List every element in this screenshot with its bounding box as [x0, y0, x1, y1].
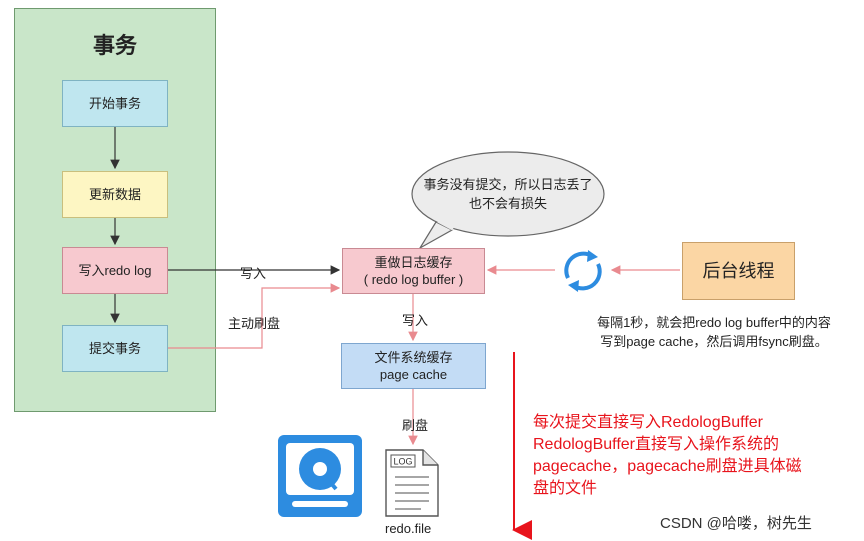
log-tag: LOG — [393, 457, 412, 467]
speech-bubble-tail — [418, 221, 454, 250]
watermark: CSDN @哈喽，树先生 — [660, 515, 812, 532]
thread-desc-line2: 写到page cache，然后调用fsync刷盘。 — [600, 334, 828, 349]
log-file-icon: LOG — [385, 449, 439, 517]
active-flush-label: 主动刷盘 — [228, 316, 281, 331]
red-note-line1: 每次提交直接写入RedologBuffer — [533, 414, 764, 431]
thread-description: 每隔1秒，就会把redo log buffer中的内容 写到page cache… — [568, 313, 860, 351]
red-note: 每次提交直接写入RedologBuffer RedologBuffer直接写入操… — [533, 412, 802, 500]
red-note-line2: RedologBuffer直接写入操作系统的 — [533, 436, 780, 453]
sync-icon — [564, 250, 602, 292]
background-thread-box: 后台线程 — [682, 242, 795, 300]
write-edge-label: 写入 — [240, 266, 267, 281]
page-cache-line1: 文件系统缓存 — [374, 350, 453, 365]
redo-buffer-line2: ( redo log buffer ) — [363, 272, 464, 287]
redo-log-buffer-box: 重做日志缓存 ( redo log buffer ) — [342, 248, 485, 294]
red-note-line3: pagecache，pagecache刷盘进具体磁 — [533, 458, 802, 475]
panel-title: 事务 — [92, 33, 137, 58]
file-name-label: redo.file — [385, 521, 432, 536]
redo-buffer-line1: 重做日志缓存 — [374, 255, 453, 270]
arrow-commit-flush — [168, 283, 341, 349]
disk-icon — [278, 435, 362, 517]
red-note-line4: 盘的文件 — [533, 480, 598, 497]
flush-edge-label: 刷盘 — [402, 418, 429, 433]
page-cache-line2: page cache — [379, 367, 448, 382]
bubble-text: 事务没有提交，所以日志丢了 也不会有损失 — [415, 175, 601, 213]
bubble-line2: 也不会有损失 — [468, 196, 547, 211]
write2-edge-label: 写入 — [402, 313, 429, 328]
commit-transaction-box: 提交事务 — [62, 325, 168, 372]
bubble-line1: 事务没有提交，所以日志丢了 — [423, 177, 593, 192]
update-data-box: 更新数据 — [62, 171, 168, 218]
speech-bubble — [411, 151, 605, 237]
start-transaction-box: 开始事务 — [62, 80, 168, 127]
thread-desc-line1: 每隔1秒，就会把redo log buffer中的内容 — [597, 315, 831, 330]
page-cache-box: 文件系统缓存 page cache — [341, 343, 486, 389]
write-redo-log-box: 写入redo log — [62, 247, 168, 294]
